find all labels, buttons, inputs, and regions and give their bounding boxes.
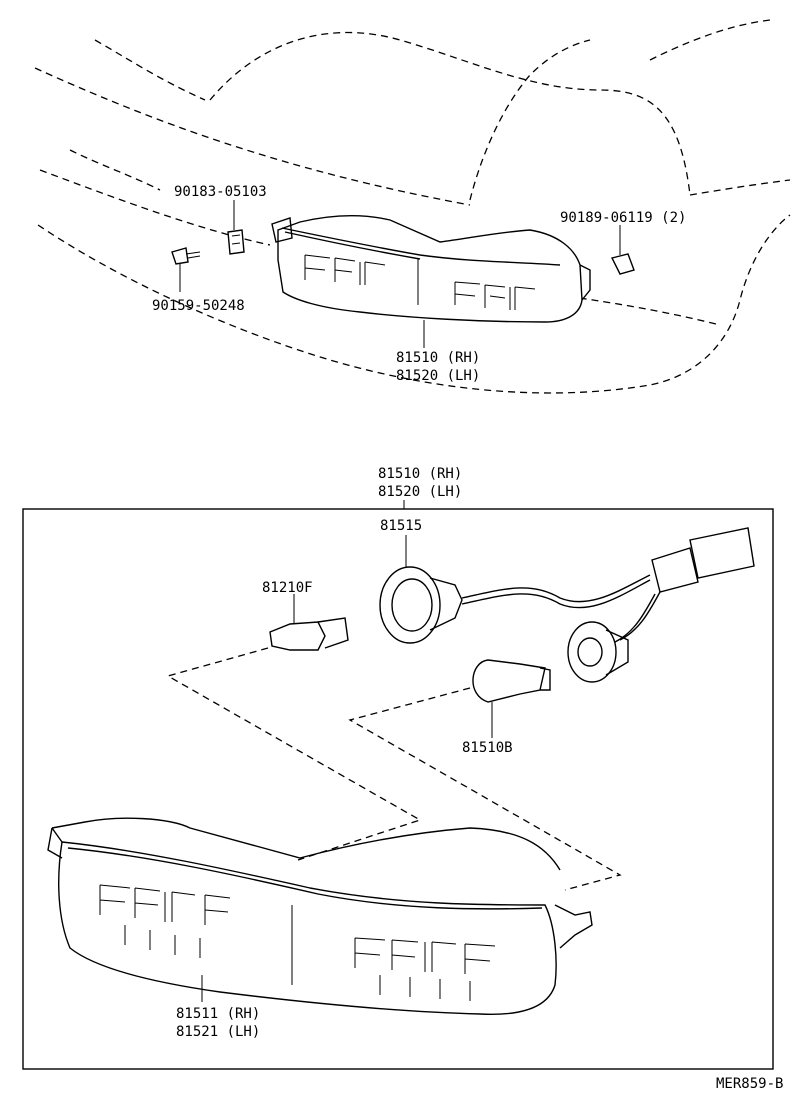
label-screw: 90159-50248 (152, 298, 245, 314)
clip-right-part (610, 253, 635, 275)
bulb-small-part (269, 594, 349, 651)
label-lens-lh: 81521 (LH) (176, 1024, 260, 1040)
clip-nut-part (227, 229, 245, 255)
figure-code: MER859-B (716, 1076, 783, 1092)
label-lamp-assy-box-lh: 81520 (LH) (378, 484, 462, 500)
assembly-dashed-lines (166, 647, 622, 891)
lens-housing-part (47, 817, 593, 1015)
bulb-large-part (472, 659, 551, 738)
leader-lines-top (179, 200, 621, 348)
exploded-view-frame (22, 508, 774, 1070)
label-lamp-assy-top-rh: 81510 (RH) (396, 350, 480, 366)
vehicle-body-outline (34, 19, 791, 394)
label-clip-nut: 90183-05103 (174, 184, 267, 200)
label-bulb-large: 81510B (462, 740, 513, 756)
label-clip-right: 90189-06119 (2) (560, 210, 686, 226)
socket-assembly (379, 527, 755, 683)
lamp-assembly-top (271, 214, 591, 323)
screw-part (171, 247, 201, 265)
label-lens-rh: 81511 (RH) (176, 1006, 260, 1022)
label-lamp-assy-top-lh: 81520 (LH) (396, 368, 480, 384)
label-socket: 81515 (380, 518, 422, 534)
label-bulb-small: 81210F (262, 580, 313, 596)
label-lamp-assy-box-rh: 81510 (RH) (378, 466, 462, 482)
